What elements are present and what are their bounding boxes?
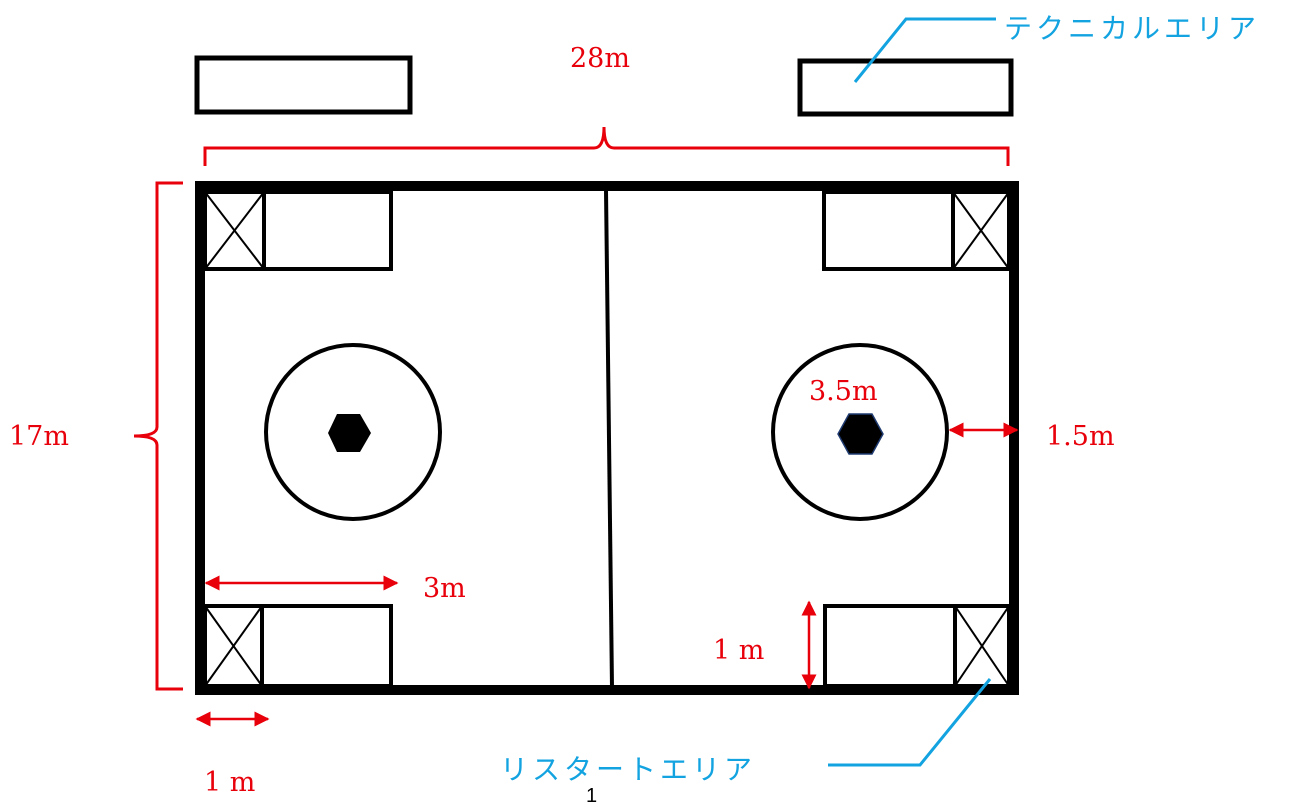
circle-diameter-label: 3.5m [809,376,878,407]
restart-area-label: リスタートエリア [500,753,756,786]
zone-bottom-left [203,604,393,688]
hexagon-left [328,414,371,452]
field-outline [195,181,1019,695]
technical-area-label: テクニカルエリア [1004,12,1260,45]
technical-area-right [797,58,1014,117]
length-label: 28m [570,43,630,74]
zone-top-left [203,190,393,271]
zone-top-right [822,190,1011,271]
circle-offset-label: 1.5m [1046,421,1115,452]
technical-area-left [194,55,413,115]
page-number: 1 [586,785,597,805]
restart-area-callout-line [828,678,992,767]
circle-left [264,343,442,521]
box-width-label: 1 m [204,767,255,798]
hexagon-right [837,413,884,455]
zone-length-label: 3m [423,573,466,604]
circle-right [771,343,949,521]
length-brace [203,126,1010,166]
technical-area-callout-line [853,17,996,83]
zone-depth-label: 1 m [713,635,764,666]
center-line [604,189,614,689]
width-brace [133,181,183,691]
zone-bottom-right [823,604,1011,688]
width-label: 17m [9,421,69,452]
